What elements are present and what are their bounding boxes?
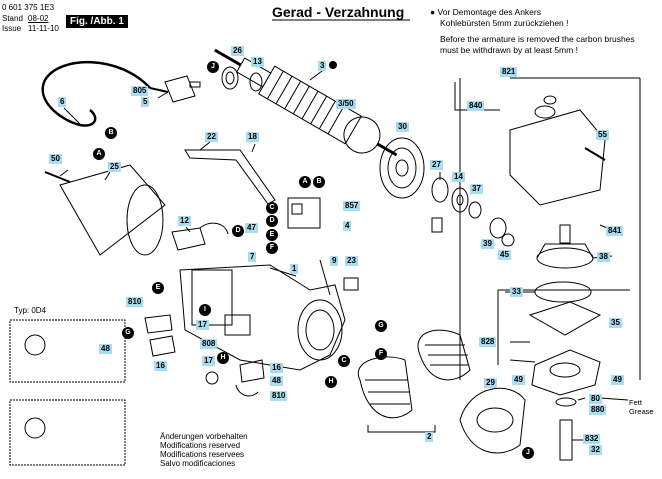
changes-line-fr: Modifications reservees: [160, 450, 245, 459]
grease-de: Fett: [629, 398, 642, 407]
part-13-label: 13: [251, 57, 264, 67]
part-9-label: 9: [330, 256, 339, 266]
issue-label: Issue: [2, 24, 22, 33]
part-16-label: 16: [154, 361, 167, 371]
grease-note: Fett Grease: [629, 398, 654, 416]
changes-line-de: Änderungen vorbehalten: [160, 432, 248, 441]
marker-g-wire: G: [122, 327, 134, 339]
marker-a-brush: A: [299, 176, 311, 188]
part-840-label: 840: [467, 101, 485, 111]
page-title: Gerad - Verzahnung: [272, 4, 405, 20]
note-de-line2: Kohlebürsten 5mm zurückziehen !: [440, 18, 569, 28]
marker-i-wire: I: [199, 304, 211, 316]
issue-value: 11-11-10: [28, 24, 59, 33]
type-label: Typ: 0D4: [14, 306, 47, 315]
part-14-label: 14: [452, 172, 465, 182]
part-35-label: 35: [609, 318, 622, 328]
marker-b-brush: B: [313, 176, 325, 188]
part-49-right-label: 49: [611, 375, 624, 385]
note-en-line1: Before the armature is removed the carbo…: [440, 34, 635, 44]
part-39-label: 39: [481, 239, 494, 249]
part-841-label: 841: [606, 226, 624, 236]
part-48-label: 48: [99, 344, 112, 354]
part-7-label: 7: [248, 252, 257, 262]
part-22-label: 22: [205, 132, 218, 142]
doc-number: 0 601 375 1E3: [2, 3, 55, 12]
marker-h-stator: H: [325, 376, 337, 388]
part-55-label: 55: [596, 130, 609, 140]
part-30-label: 30: [396, 122, 409, 132]
part-828-label: 828: [479, 337, 497, 347]
marker-b-cord: B: [105, 127, 117, 139]
part-37-label: 37: [470, 184, 483, 194]
part-25-label: 25: [108, 162, 121, 172]
changes-line-en: Modifications reserved: [160, 441, 241, 450]
part-6-label: 6: [58, 97, 67, 107]
note-en-line2: must be withdrawn by at least 5mm !: [440, 45, 578, 55]
part-5-label: 5: [141, 97, 150, 107]
bullet-icon: ●: [430, 7, 436, 17]
marker-c-brush: C: [266, 202, 278, 214]
grease-en: Grease: [629, 407, 654, 416]
part-832-label: 832: [583, 434, 601, 444]
part-17-label: 17: [196, 320, 209, 330]
part-1-label: 1: [290, 264, 299, 274]
part-808-label: 808: [200, 339, 218, 349]
marker-j-guard: J: [522, 447, 534, 459]
marker-f-brush: F: [266, 242, 278, 254]
part-50-label: 50: [49, 154, 62, 164]
note-de: ● Vor Demontage des Ankers Kohlebürsten …: [430, 7, 569, 29]
marker-a-cord: A: [93, 148, 105, 160]
part-49-left-label: 49: [512, 375, 525, 385]
part-47-label: 47: [245, 223, 258, 233]
part-27-label: 27: [430, 160, 443, 170]
part-2-label: 2: [425, 432, 434, 442]
stand-value: 08-02: [28, 14, 49, 23]
part-12-label: 12: [178, 216, 191, 226]
marker-d-brush: D: [266, 215, 278, 227]
note-de-line1: Vor Demontage des Ankers: [437, 7, 541, 17]
part-3-label: 3: [318, 61, 327, 71]
part-48-lower-label: 48: [270, 376, 283, 386]
part-16-lower-label: 16: [270, 363, 283, 373]
part-26-label: 26: [231, 46, 244, 56]
part-80-label: 80: [589, 394, 602, 404]
marker-c-stator: C: [338, 355, 350, 367]
marker-f-stator: F: [375, 348, 387, 360]
figure-label: Fig. /Abb. 1: [66, 15, 128, 28]
marker-dot-icon: [329, 61, 337, 69]
part-38-label: 38: [597, 252, 610, 262]
changes-notice: Änderungen vorbehalten Modifications res…: [160, 432, 248, 468]
part-4-label: 4: [343, 221, 352, 231]
marker-j-top: J: [207, 61, 219, 73]
part-857-label: 857: [343, 201, 361, 211]
part-23-label: 23: [345, 256, 358, 266]
part-29-label: 29: [484, 378, 497, 388]
part-805-label: 805: [131, 86, 149, 96]
part-17-lower-label: 17: [202, 356, 215, 366]
marker-e-wire: E: [152, 282, 164, 294]
part-821-label: 821: [500, 67, 518, 77]
marker-g-stator: G: [375, 320, 387, 332]
changes-line-es: Salvo modificaciones: [160, 459, 236, 468]
part-33-label: 33: [510, 287, 523, 297]
part-880-label: 880: [589, 405, 607, 415]
marker-d-switch: D: [232, 225, 244, 237]
part-45-label: 45: [498, 250, 511, 260]
part-810-label: 810: [126, 297, 144, 307]
part-32-label: 32: [589, 445, 602, 455]
part-3-50-label: 3/50: [336, 99, 356, 109]
note-en: Before the armature is removed the carbo…: [440, 34, 635, 56]
marker-h-wire: H: [217, 352, 229, 364]
marker-e-brush: E: [266, 229, 278, 241]
stand-label: Stand: [2, 14, 23, 23]
part-810-lower-label: 810: [270, 391, 288, 401]
part-18-label: 18: [246, 132, 259, 142]
